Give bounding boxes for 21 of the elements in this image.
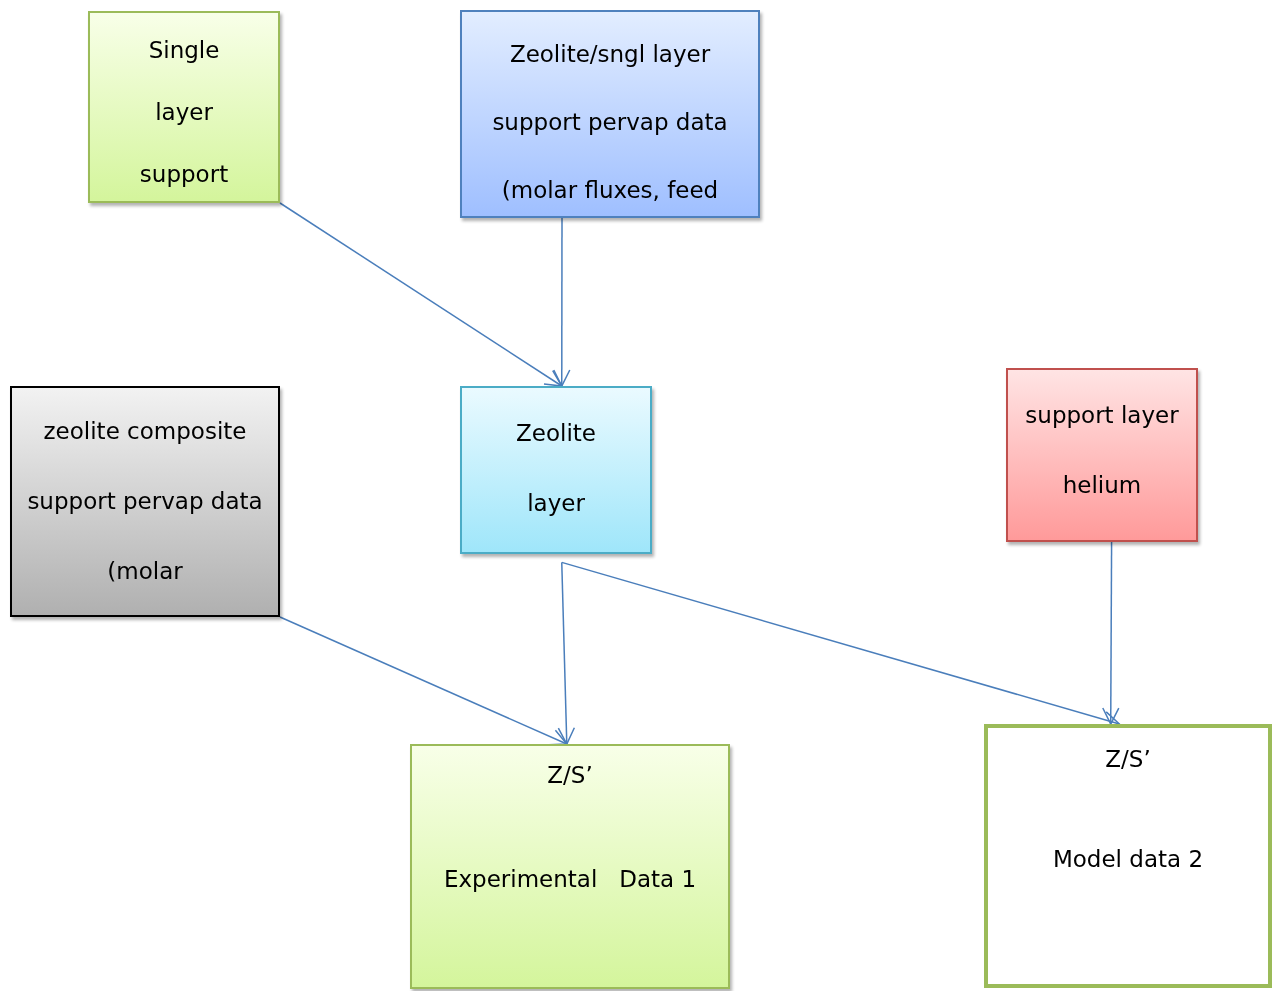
arrow [279,202,563,387]
box-label: Z/S’ [1104,745,1152,774]
box-label: Zeolite layer [515,419,597,518]
arrow [1102,541,1120,725]
box-label: Model data 2 [1051,845,1205,874]
process-box [88,11,280,203]
process-box [1006,368,1198,542]
box-label: zeolite composite support pervap data (molar [26,417,264,586]
box-label: Experimental Data 1 [442,865,698,894]
process-box [410,744,730,989]
arrow [279,616,568,746]
box-label: Zeolite/sngl layer support pervap data (molar fluxes, feed [491,40,729,205]
process-box [984,724,1272,988]
process-box [460,10,760,218]
box-label: support layer helium [1024,401,1180,500]
arrow [553,217,571,387]
box-label: Single layer support [138,36,230,189]
process-box [10,386,280,617]
arrow [557,561,576,745]
box-label: Z/S’ [546,761,594,790]
process-box [460,386,652,554]
